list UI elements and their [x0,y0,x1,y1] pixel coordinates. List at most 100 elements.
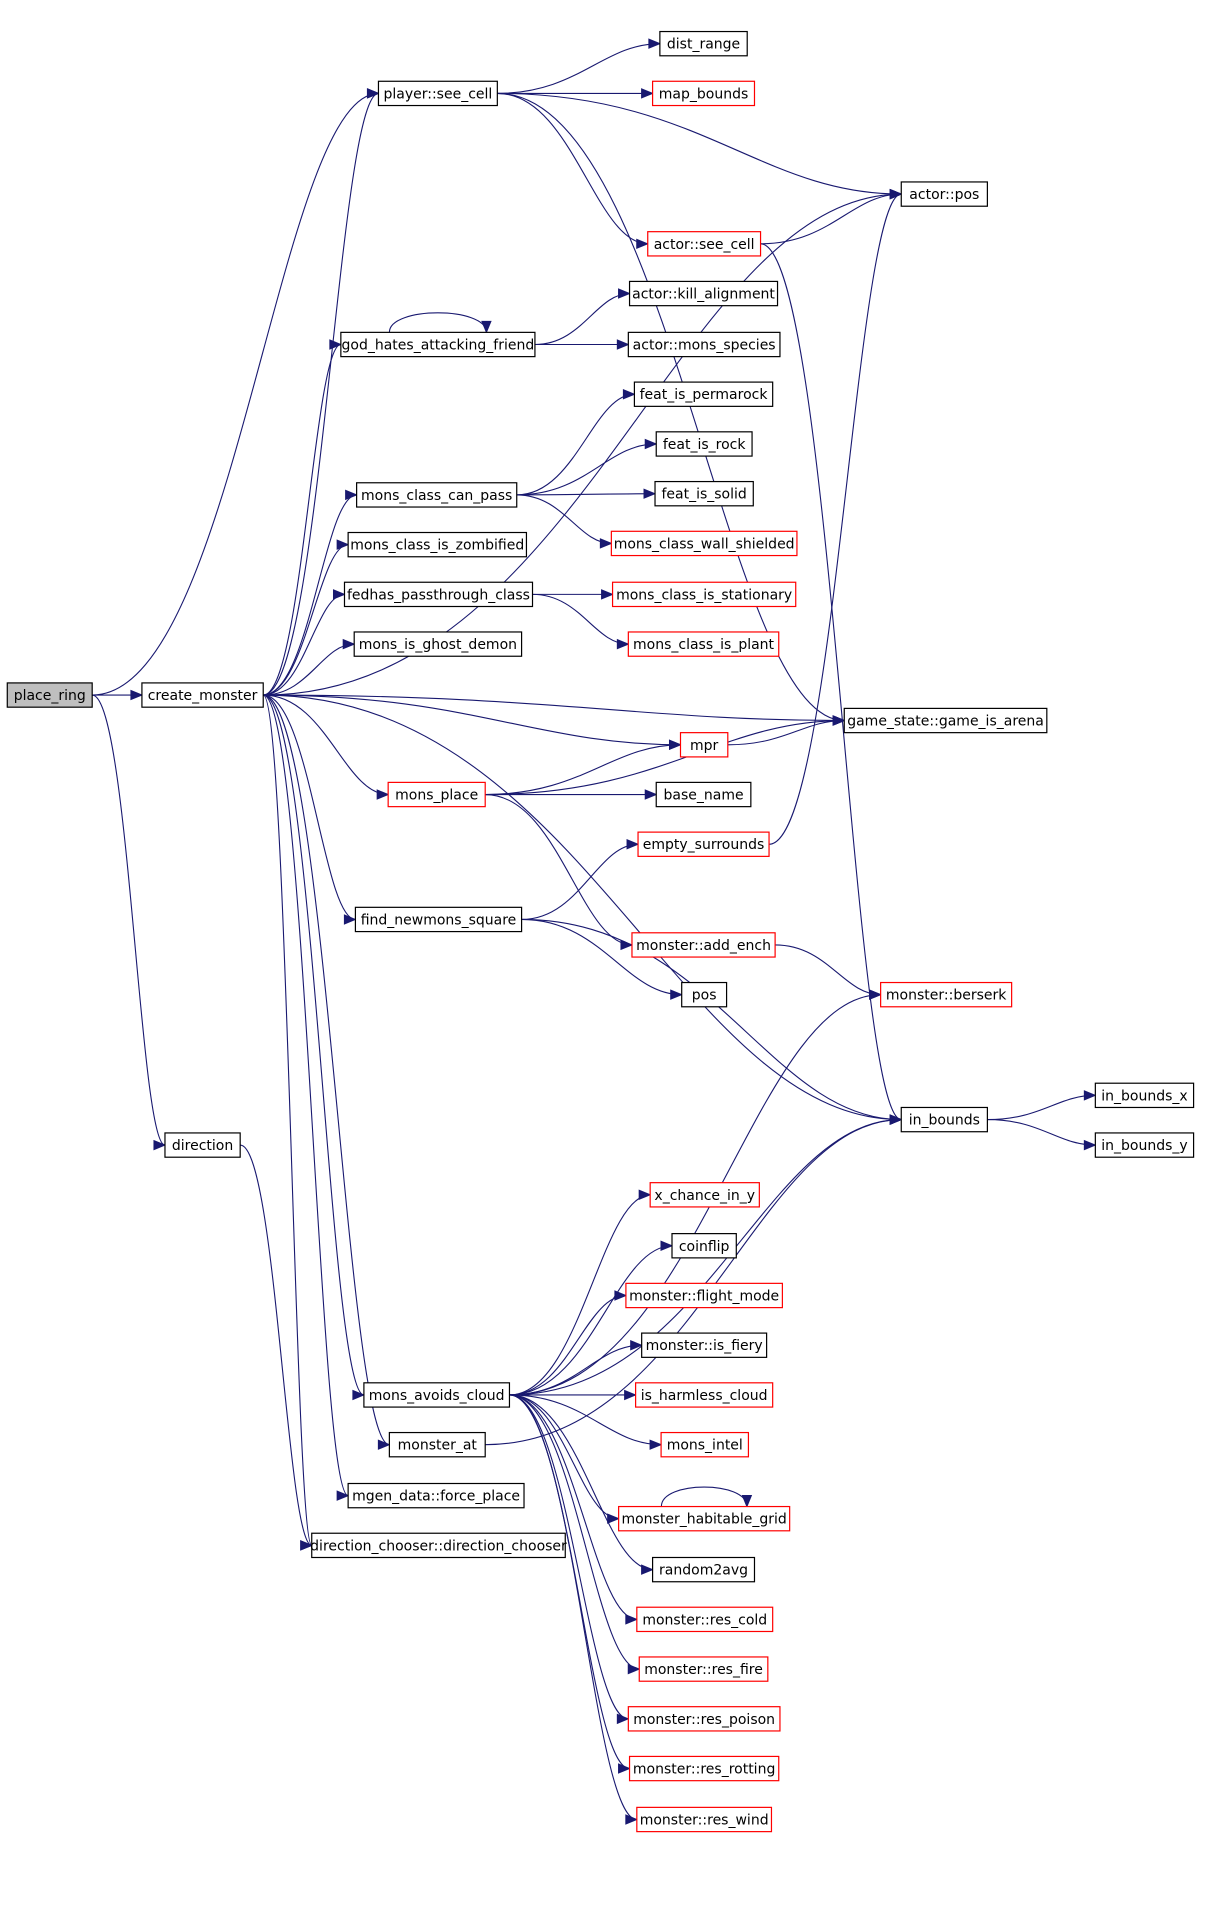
edge-mons-avoids-cloud-to-coinflip [509,1245,673,1396]
edge-god-hates-to-actor-kill-alignment-arrowhead [618,288,631,299]
node-monster-at[interactable]: monster_at [388,1431,486,1458]
edge-create-monster-to-mons-class-is-zombified [263,544,349,696]
node-is-harmless-cloud[interactable]: is_harmless_cloud [635,1382,774,1408]
node-label: monster::res_rotting [633,1762,775,1778]
node-random2avg[interactable]: random2avg [651,1556,756,1583]
edge-create-monster-to-fedhas-passthrough-class [263,593,345,696]
node-dist-range[interactable]: dist_range [659,30,748,57]
node-box [638,1656,769,1682]
edge-create-monster-to-mons-is-ghost-demon-arrowhead [342,638,356,650]
edge-mons-avoids-cloud-to-monster-res-wind-arrowhead [625,1814,639,1825]
node-label: fedhas_passthrough_class [347,587,530,603]
node-feat-is-rock[interactable]: feat_is_rock [655,431,753,457]
node-monster-add-ench[interactable]: monster::add_ench [631,932,776,958]
node-label: mons_class_is_zombified [350,538,524,554]
node-in-bounds-x[interactable]: in_bounds_x [1094,1082,1195,1109]
node-mpr[interactable]: mpr [679,732,729,758]
edge-mons-place-to-monster-add-ench [485,793,632,946]
edge-mpr-to-game-is-arena [727,719,845,746]
node-monster-res-cold[interactable]: monster::res_cold [636,1606,774,1633]
edge-mons-avoids-cloud-to-monster-res-poison-arrowhead [616,1713,630,1725]
edge-mons-avoids-cloud-to-is-harmless-cloud-arrowhead [624,1389,637,1401]
node-feat-is-permarock[interactable]: feat_is_permarock [633,381,774,407]
node-monster-res-fire[interactable]: monster::res_fire [638,1656,769,1682]
node-mons-is-ghost-demon[interactable]: mons_is_ghost_demon [353,631,523,657]
node-game-is-arena[interactable]: game_state::game_is_arena [843,707,1048,734]
node-mons-class-can-pass[interactable]: mons_class_can_pass [356,482,518,508]
node-mons-intel[interactable]: mons_intel [660,1431,750,1458]
node-box [641,1332,768,1358]
edge-create-monster-to-mpr [263,694,681,746]
node-direction-chooser[interactable]: direction_chooser::direction_chooser [310,1532,567,1559]
edge-mons-avoids-cloud-to-monster-res-wind [509,1394,637,1821]
node-monster-berserk[interactable]: monster::berserk [880,981,1013,1008]
edge-create-monster-to-mons-class-is-zombified-arrowhead [336,539,350,550]
node-fedhas-passthrough-class[interactable]: fedhas_passthrough_class [343,581,534,608]
edge-mons-avoids-cloud-to-monster-res-cold [509,1394,637,1620]
node-label: direction_chooser::direction_chooser [310,1538,567,1554]
edge-create-monster-to-mons-place-arrowhead [376,789,390,800]
node-box [1094,1132,1195,1158]
edge-mons-avoids-cloud-to-random2avg [509,1394,653,1571]
node-monster-res-rotting[interactable]: monster::res_rotting [628,1755,780,1782]
node-box [611,581,797,608]
edge-mons-avoids-cloud-to-monster-res-fire [509,1394,640,1670]
node-player-see-cell[interactable]: player::see_cell [377,80,498,107]
edge-mons-avoids-cloud-to-mons-intel [509,1394,662,1446]
edge-place-ring-to-create-monster-arrowhead [130,689,144,701]
edge-mons-avoids-cloud-to-x-chance-in-y-arrowhead [638,1189,652,1201]
node-place-ring[interactable]: place_ring [6,682,93,708]
node-label: mons_class_is_plant [633,637,775,653]
node-box [843,707,1048,734]
node-actor-kill-alignment[interactable]: actor::kill_alignment [628,280,779,307]
node-box [651,1556,756,1583]
node-mgen-force-place[interactable]: mgen_data::force_place [347,1482,525,1509]
node-label: actor::see_cell [654,237,755,253]
node-monster-res-poison[interactable]: monster::res_poison [627,1706,781,1732]
node-label: in_bounds_y [1101,1138,1187,1154]
edge-create-monster-to-mons-avoids-cloud-arrowhead [352,1389,366,1401]
node-box [628,280,779,307]
node-mons-class-wall-shielded[interactable]: mons_class_wall_shielded [610,530,798,557]
edge-mons-avoids-cloud-to-coinflip-arrowhead [660,1240,674,1251]
edge-mons-class-can-pass-to-mons-class-wall-shielded-arrowhead [599,538,613,549]
edge-place-ring-to-player-see-cell [92,92,379,696]
node-monster-res-wind[interactable]: monster::res_wind [636,1806,773,1833]
node-mons-class-is-zombified[interactable]: mons_class_is_zombified [347,531,528,558]
node-find-newmons-square[interactable]: find_newmons_square [354,906,523,933]
node-in-bounds[interactable]: in_bounds [900,1106,988,1133]
node-create-monster[interactable]: create_monster [141,682,264,708]
node-monster-is-fiery[interactable]: monster::is_fiery [641,1332,768,1358]
node-base-name[interactable]: base_name [655,781,752,808]
node-mons-avoids-cloud[interactable]: mons_avoids_cloud [363,1382,511,1408]
node-actor-pos[interactable]: actor::pos [900,181,988,207]
node-label: dist_range [667,37,740,53]
edge-mons-avoids-cloud-to-x-chance-in-y [509,1194,651,1396]
node-monster-flight-mode[interactable]: monster::flight_mode [625,1282,783,1309]
node-coinflip[interactable]: coinflip [671,1233,737,1259]
edge-mons-place-to-base-name-arrowhead [644,789,658,800]
node-mons-class-is-plant[interactable]: mons_class_is_plant [627,631,780,657]
node-direction[interactable]: direction [164,1132,241,1158]
node-monster-habitable-grid[interactable]: monster_habitable_grid [618,1505,791,1532]
node-box [637,831,770,857]
node-actor-mons-species[interactable]: actor::mons_species [627,331,781,358]
node-mons-place[interactable]: mons_place [387,781,486,808]
edge-monster-habitable-grid-to-monster-habitable-grid [660,1486,748,1507]
node-mons-class-is-stationary[interactable]: mons_class_is_stationary [611,581,797,608]
edge-find-newmons-square-to-pos [521,918,682,996]
node-label: monster::res_poison [633,1712,775,1728]
node-actor-see-cell[interactable]: actor::see_cell [647,231,762,257]
edge-god-hates-to-god-hates-arrowhead [481,320,492,334]
node-pos[interactable]: pos [681,981,728,1008]
node-x-chance-in-y[interactable]: x_chance_in_y [649,1182,760,1208]
node-label: monster::berserk [886,988,1007,1004]
node-empty-surrounds[interactable]: empty_surrounds [637,831,770,857]
node-god-hates[interactable]: god_hates_attacking_friend [340,331,536,358]
node-feat-is-solid[interactable]: feat_is_solid [654,480,754,507]
node-in-bounds-y[interactable]: in_bounds_y [1094,1132,1195,1158]
node-map-bounds[interactable]: map_bounds [651,80,756,107]
node-box [354,906,523,933]
node-label: monster_habitable_grid [621,1512,786,1528]
edge-create-monster-to-find-newmons-square-arrowhead [343,914,357,925]
